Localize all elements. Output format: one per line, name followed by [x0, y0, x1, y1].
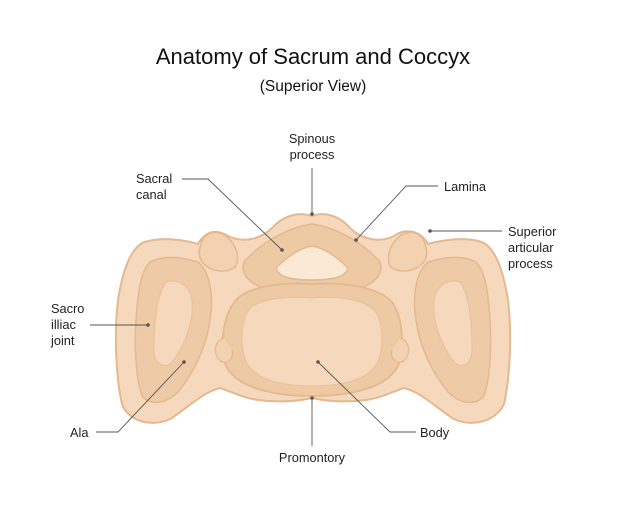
leader-lamina: [355, 185, 438, 241]
leader-sacral-canal: [182, 178, 283, 251]
label-superior-articular-process: Superior articular process: [508, 224, 557, 271]
dot-body: [316, 360, 320, 364]
dot-superior-articular-process: [428, 229, 432, 233]
left-ala-inner: [153, 280, 193, 367]
left-superior-articular-process: [198, 231, 239, 272]
label-spinous-process: Spinous process: [288, 131, 336, 162]
label-promontory: Promontory: [278, 450, 346, 465]
label-sacro-iliac-joint: Sacro illiac joint: [51, 301, 85, 348]
label-lamina: Lamina: [444, 179, 486, 194]
dot-spinous-process: [310, 212, 314, 216]
diagram-subtitle: (Superior View): [259, 78, 367, 95]
label-sacral-canal: Sacral canal: [136, 171, 173, 202]
leader-ala: [96, 361, 185, 433]
leader-body: [317, 361, 416, 433]
dot-ala: [182, 360, 186, 364]
leader-lines: [90, 168, 502, 446]
body-left-lip: [214, 337, 233, 363]
vertebral-body-inner: [241, 296, 383, 387]
label-body: Body: [420, 425, 450, 440]
right-superior-articular-process: [387, 231, 428, 272]
right-ala-inner: [433, 280, 473, 367]
dot-sacral-canal: [280, 248, 284, 252]
label-ala: Ala: [70, 425, 89, 440]
leader-dots: [146, 212, 432, 400]
diagram-title: Anatomy of Sacrum and Coccyx: [155, 44, 471, 69]
sacral-canal: [275, 245, 349, 281]
dot-lamina: [354, 238, 358, 242]
dot-promontory: [310, 396, 314, 400]
body-right-lip: [391, 337, 410, 363]
dot-sacro-iliac-joint: [146, 323, 150, 327]
